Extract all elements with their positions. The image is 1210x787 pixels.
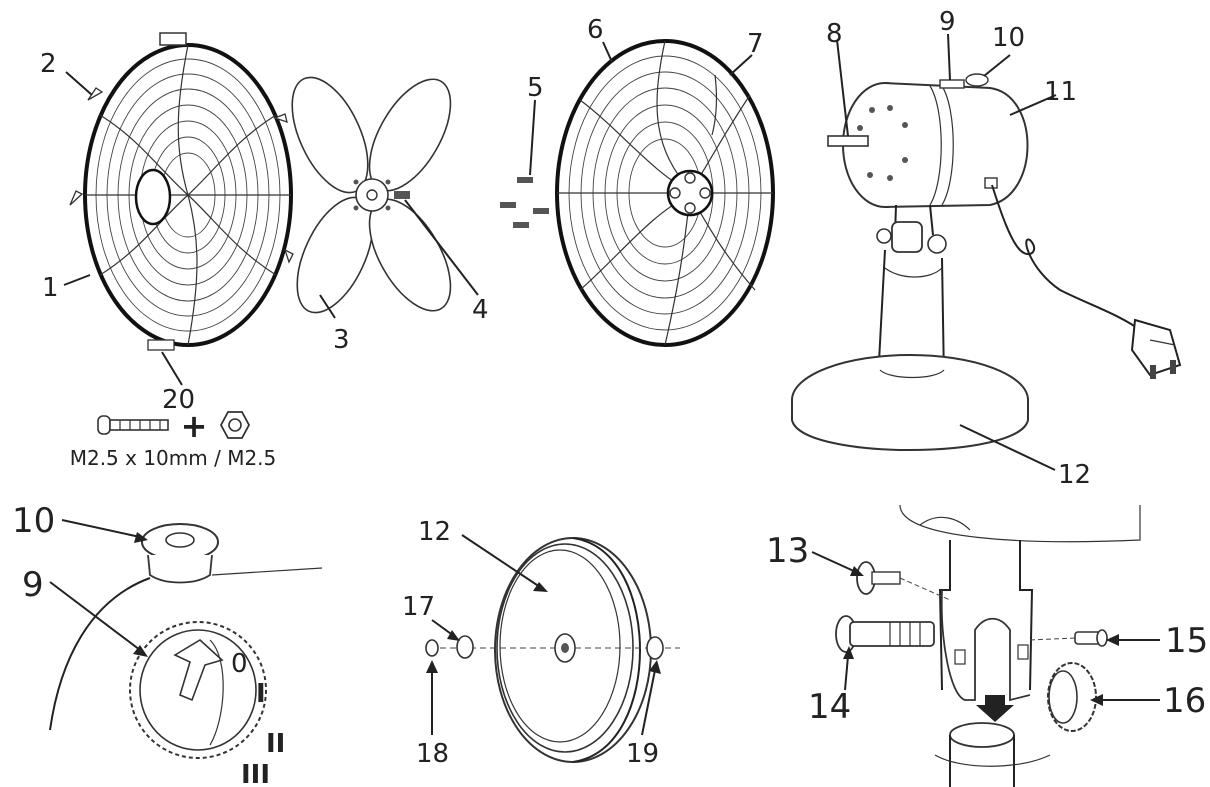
callout-14: 14 [808, 687, 851, 727]
leader-lines [49, 33, 1160, 736]
callout-12-detail: 12 [418, 517, 451, 547]
callout-8: 8 [826, 19, 843, 49]
callout-20: 20 [162, 385, 195, 415]
callout-5: 5 [527, 73, 544, 103]
stand [791, 204, 1029, 451]
callout-6: 6 [587, 15, 604, 45]
switch-mark-1: I [256, 679, 266, 709]
motor-housing [827, 73, 1029, 208]
callout-12: 12 [1058, 460, 1091, 490]
callout-1: 1 [42, 273, 59, 303]
bracket-detail [835, 504, 1141, 787]
switch-mark-0: 0 [231, 649, 248, 679]
callout-4: 4 [472, 295, 489, 325]
callout-7: 7 [747, 29, 764, 59]
callout-18: 18 [416, 739, 449, 769]
callout-15: 15 [1165, 621, 1208, 661]
base-detail [425, 537, 680, 763]
power-cord-plug [991, 184, 1182, 379]
callout-11: 11 [1044, 77, 1077, 107]
switch-mark-3: III [241, 760, 270, 787]
callout-10: 10 [992, 23, 1025, 53]
switch-detail [49, 523, 323, 759]
callout-9: 9 [939, 7, 956, 37]
plus-symbol: + [181, 407, 208, 445]
callout-2: 2 [40, 49, 57, 79]
rear-grille [555, 39, 775, 347]
fan-blade [291, 76, 452, 314]
callout-19: 19 [626, 739, 659, 769]
callout-17: 17 [402, 592, 435, 622]
callout-3: 3 [333, 325, 350, 355]
callout-16: 16 [1163, 681, 1206, 721]
screw-nut-hardware [97, 411, 251, 439]
callout-13: 13 [766, 531, 809, 571]
callout-9-detail: 9 [22, 565, 44, 605]
switch-mark-2: II [266, 729, 285, 759]
screw-spec-label: M2.5 x 10mm / M2.5 [70, 446, 277, 470]
front-grille [69, 32, 294, 351]
callout-10-detail: 10 [12, 501, 55, 541]
grille-screws [500, 177, 549, 228]
